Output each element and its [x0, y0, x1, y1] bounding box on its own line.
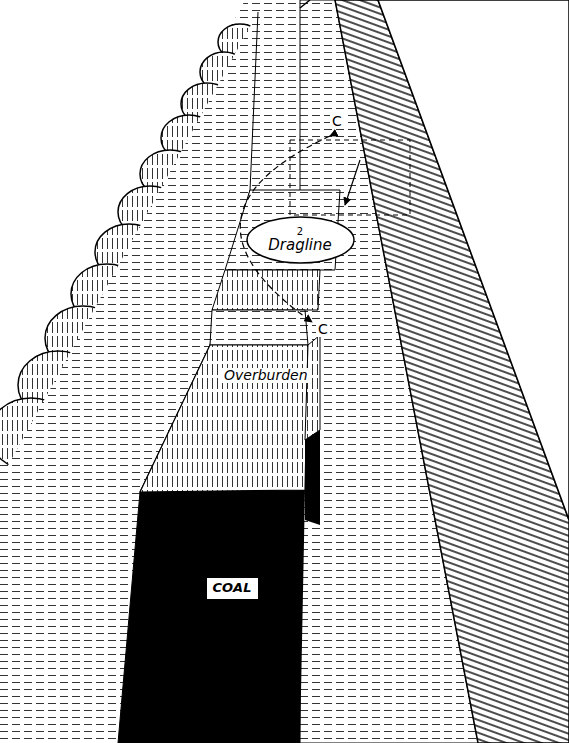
- node-text: COAL: [213, 581, 252, 595]
- coal-seam-side: [305, 430, 320, 525]
- node-text: Dragline: [268, 237, 332, 254]
- overburden-side: [305, 335, 320, 440]
- layer-label: Overburden: [222, 368, 310, 383]
- swing-point-label: C: [316, 322, 330, 337]
- next-position: [290, 140, 410, 215]
- label-box: COAL: [207, 578, 258, 599]
- move-arrow: [345, 160, 360, 205]
- coal-seam: [118, 490, 305, 743]
- rim: [300, 0, 310, 8]
- oval: [247, 217, 354, 263]
- node-text: 2: [297, 226, 303, 237]
- highwall: [335, 0, 569, 743]
- overburden-top: [210, 310, 308, 345]
- label-patch: [207, 578, 258, 599]
- upper-block: [212, 270, 320, 310]
- machine-oval: 2Dragline: [246, 216, 355, 264]
- swing-point-label: C: [330, 114, 344, 129]
- highwall-top: [378, 0, 569, 520]
